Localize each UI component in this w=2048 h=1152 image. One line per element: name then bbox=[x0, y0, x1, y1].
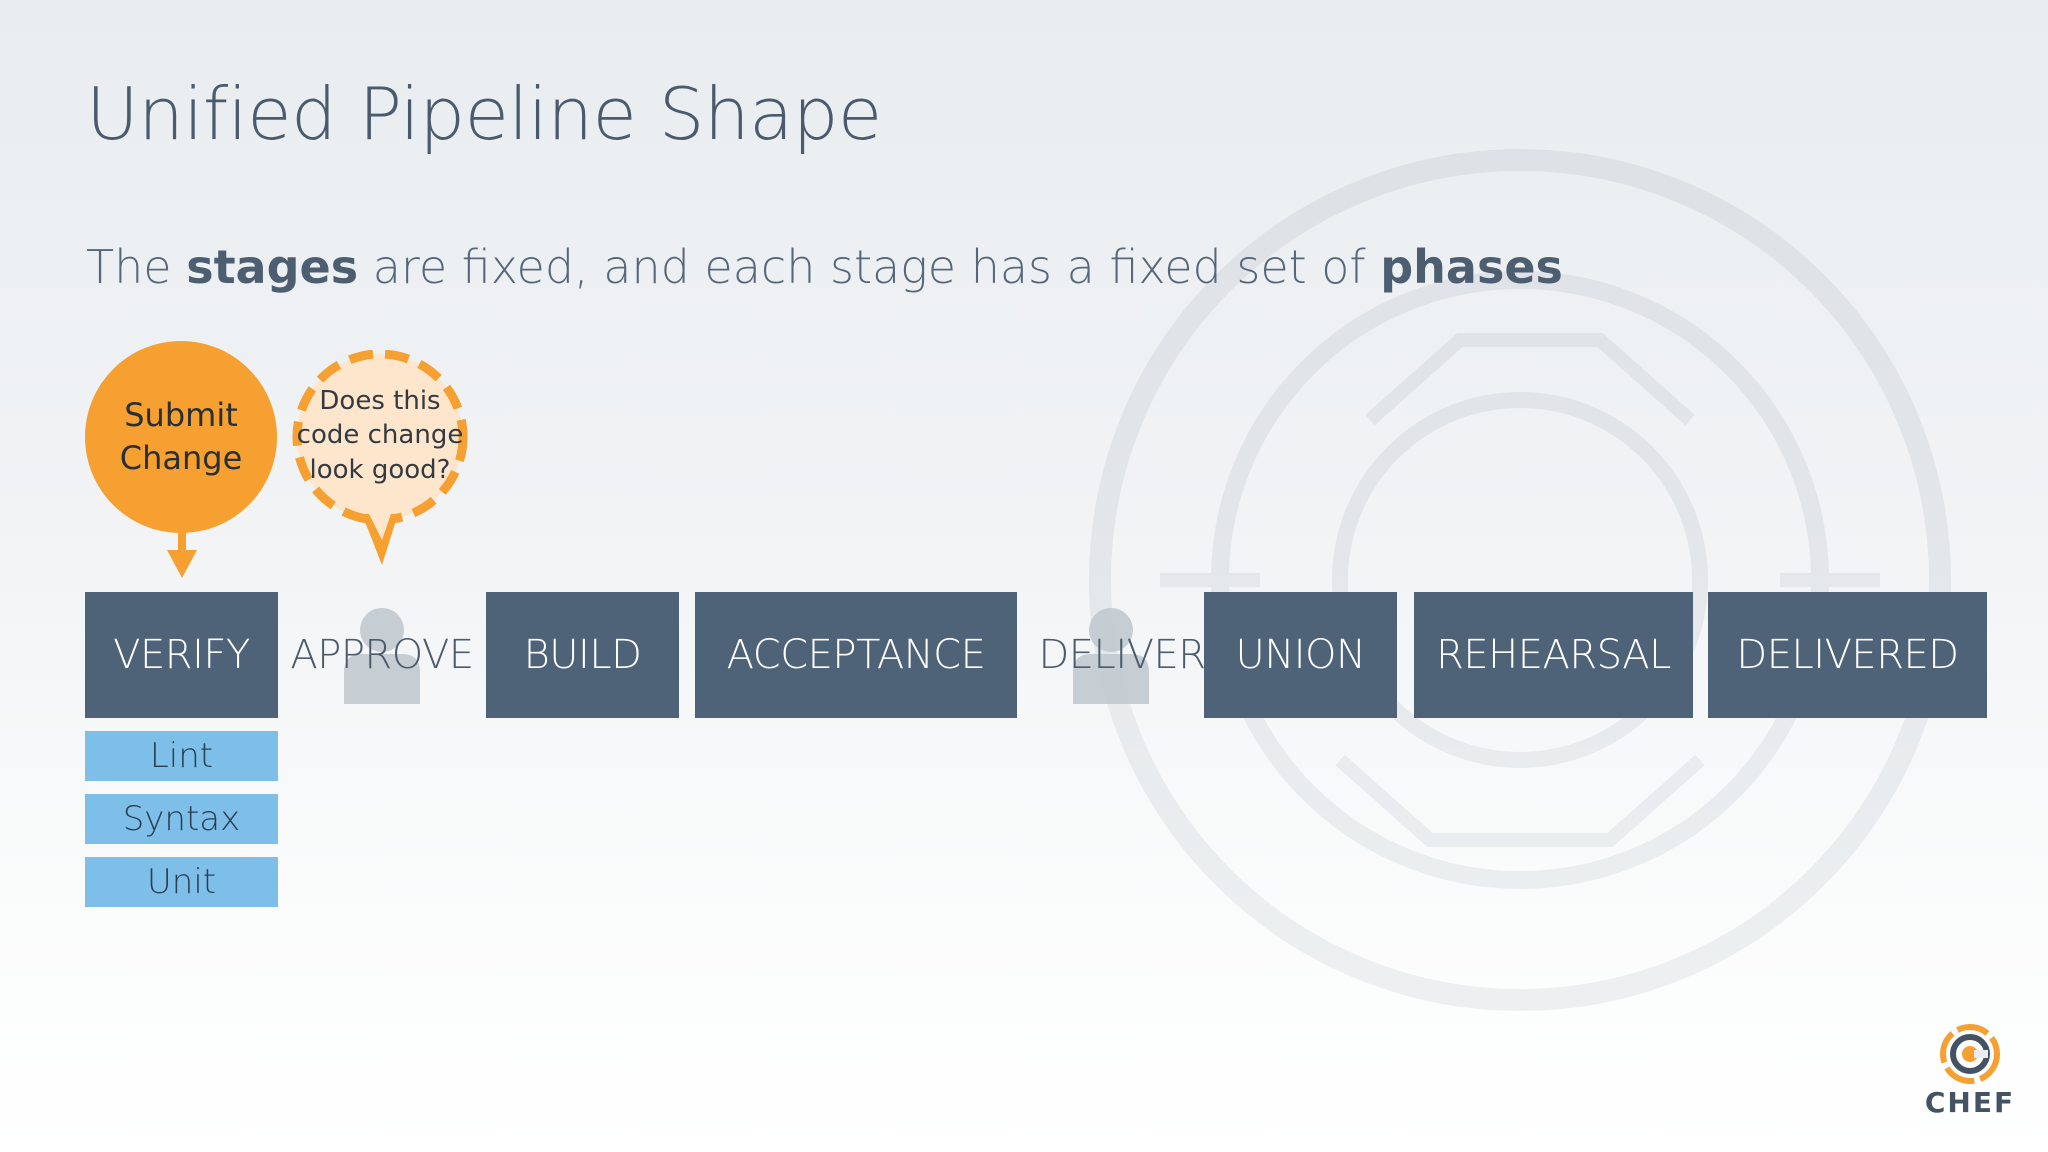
slide-title: Unified Pipeline Shape bbox=[86, 72, 882, 156]
stage-delivered: DELIVERED bbox=[1708, 592, 1987, 718]
chef-logo-icon bbox=[1940, 1024, 2000, 1084]
subtitle-text-2: are fixed, and each stage has a fixed se… bbox=[358, 240, 1381, 294]
question-callout-text: Does this code change look good? bbox=[290, 384, 470, 487]
stage-union: UNION bbox=[1204, 592, 1397, 718]
submit-callout-line-1: Submit bbox=[124, 395, 238, 434]
background-watermark-icon bbox=[1089, 149, 1951, 1011]
stage-build: BUILD bbox=[486, 592, 679, 718]
question-line-1: Does this bbox=[319, 386, 441, 416]
phase-lint: Lint bbox=[85, 731, 278, 781]
question-line-3: look good? bbox=[309, 454, 451, 485]
stage-verify: VERIFY bbox=[85, 592, 278, 718]
approve-person-icon bbox=[344, 608, 420, 704]
slide-subtitle: The stages are fixed, and each stage has… bbox=[86, 240, 1563, 294]
question-line-2: code change bbox=[296, 420, 464, 451]
chef-logo-text: CHEF bbox=[1924, 1086, 2016, 1119]
chef-logo: CHEF bbox=[1920, 1022, 2020, 1122]
subtitle-text-1: The bbox=[86, 240, 187, 294]
submit-change-callout: Submit Change bbox=[85, 341, 277, 533]
question-callout-bubble bbox=[292, 350, 468, 565]
gate-approve: APPROVE bbox=[290, 632, 474, 678]
submit-callout-line-2: Change bbox=[119, 439, 243, 477]
stage-acceptance: ACCEPTANCE bbox=[695, 592, 1017, 718]
submit-arrow-icon bbox=[167, 530, 197, 578]
phase-syntax: Syntax bbox=[85, 794, 278, 844]
phase-unit: Unit bbox=[85, 857, 278, 907]
stage-rehearsal: REHEARSAL bbox=[1414, 592, 1693, 718]
deliver-person-icon bbox=[1073, 608, 1149, 704]
subtitle-bold-stages: stages bbox=[186, 240, 359, 294]
gate-deliver: DELIVER bbox=[1038, 632, 1206, 678]
subtitle-bold-phases: phases bbox=[1380, 240, 1563, 294]
